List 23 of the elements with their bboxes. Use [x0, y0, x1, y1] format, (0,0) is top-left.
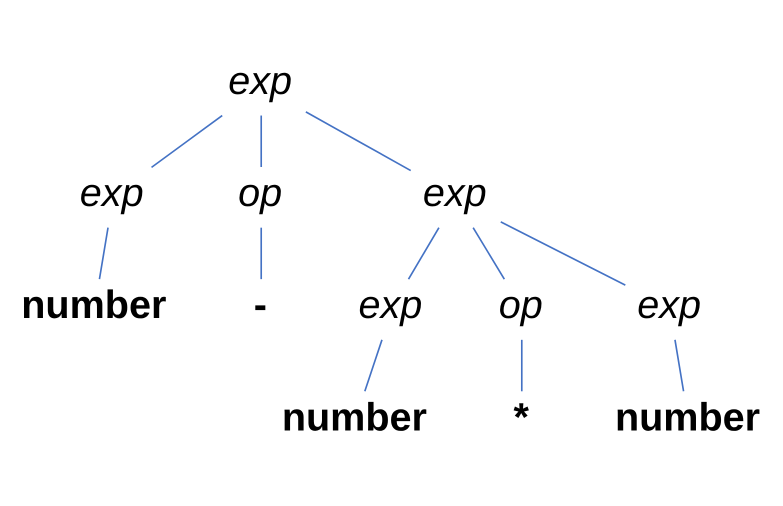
connector: [151, 114, 223, 168]
node-text: number: [614, 394, 760, 439]
connector: [260, 227, 262, 279]
node-text: -: [254, 282, 267, 327]
connector: [520, 339, 523, 391]
node-text: *: [514, 394, 529, 439]
node-text: number: [282, 394, 427, 439]
node-text: op: [498, 282, 543, 327]
connector: [305, 110, 412, 171]
node-text: exp: [422, 170, 487, 215]
connector: [674, 339, 684, 391]
node-text: exp: [637, 282, 702, 327]
connector: [500, 220, 626, 286]
connector: [472, 226, 506, 280]
connector: [364, 339, 383, 392]
node-text: number: [21, 282, 166, 327]
node-text: exp: [80, 170, 144, 215]
connector: [408, 226, 440, 280]
node-text: op: [238, 170, 282, 215]
connector: [260, 115, 262, 166]
connector: [98, 227, 109, 279]
node-text: exp: [358, 282, 422, 327]
node-text: exp: [228, 58, 292, 102]
